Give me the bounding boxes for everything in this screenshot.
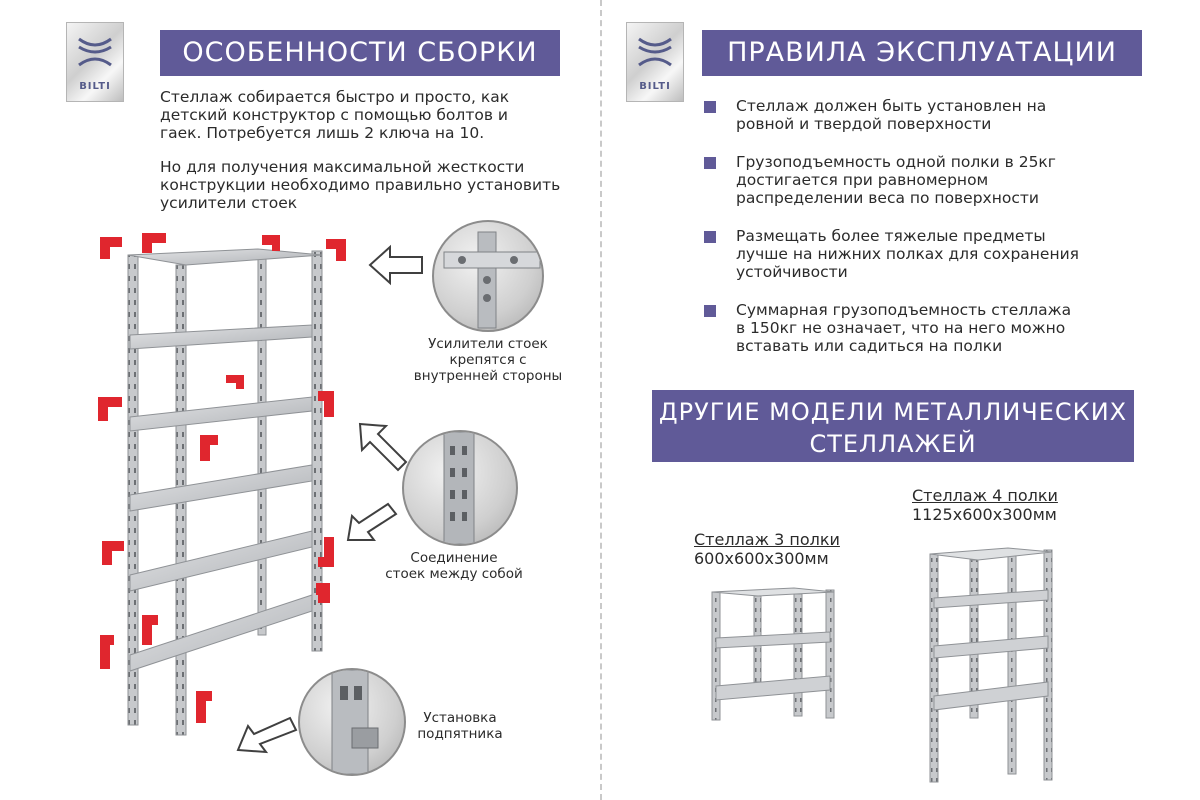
- logo-brand-text: BILTI: [639, 81, 671, 92]
- callout-reinforcement-caption: Усилители стоек крепятся с внутренней ст…: [413, 336, 563, 384]
- detail-foot-photo: [298, 668, 406, 776]
- arrow-up-left-icon: [358, 422, 408, 472]
- model-4-shelves-title: Стеллаж 4 полки 1125x600x300мм: [912, 486, 1058, 524]
- list-item: Размещать более тяжелые предметы лучше н…: [704, 227, 1104, 281]
- bracket-detail-icon: [443, 231, 541, 329]
- post-joint-detail-icon: [443, 432, 475, 544]
- detail-bracket-photo: [432, 220, 544, 332]
- callout-post-joint-caption: Соединение стоек между собой: [385, 550, 523, 582]
- assembly-paragraph-2: Но для получения максимальной жесткости …: [160, 158, 561, 212]
- model-3-shelves-title: Стеллаж 3 полки 600x600x300мм: [694, 530, 840, 568]
- center-divider: [600, 0, 602, 800]
- model-4-shelves-image: [929, 547, 1053, 783]
- usage-rules-header: ПРАВИЛА ЭКСПЛУАТАЦИИ: [702, 30, 1142, 76]
- bullet-square-icon: [704, 101, 716, 113]
- assembly-paragraph-1: Стеллаж собирается быстро и просто, как …: [160, 88, 510, 142]
- list-item: Суммарная грузоподъемность стеллажа в 15…: [704, 301, 1104, 355]
- other-models-header: ДРУГИЕ МОДЕЛИ МЕТАЛЛИЧЕСКИХ СТЕЛЛАЖЕЙ BI…: [652, 390, 1134, 490]
- bullet-square-icon: [704, 305, 716, 317]
- bullet-square-icon: [704, 157, 716, 169]
- bilti-logo-icon: [78, 37, 112, 67]
- logo-brand-text: BILTI: [79, 81, 111, 92]
- bilti-logo-icon: [638, 37, 672, 67]
- usage-rules-list: Стеллаж должен быть установлен на ровной…: [704, 97, 1104, 375]
- foot-detail-icon: [331, 670, 379, 774]
- arrow-down-left-icon: [236, 716, 298, 754]
- arrow-left-icon: [368, 244, 423, 286]
- shelving-rack-illustration: [98, 233, 346, 736]
- arrow-down-left-icon: [346, 502, 398, 541]
- list-item: Стеллаж должен быть установлен на ровной…: [704, 97, 1104, 133]
- model-3-shelves-image: [711, 587, 835, 721]
- list-item: Грузоподъемность одной полки в 25кг дост…: [704, 153, 1104, 207]
- callout-foot-caption: Установка подпятника: [417, 710, 503, 742]
- detail-post-joint-photo: [402, 430, 518, 546]
- bilti-logo: BILTI: [626, 22, 684, 102]
- bullet-square-icon: [704, 231, 716, 243]
- assembly-header: ОСОБЕННОСТИ СБОРКИ: [160, 30, 560, 76]
- bilti-logo: BILTI: [66, 22, 124, 102]
